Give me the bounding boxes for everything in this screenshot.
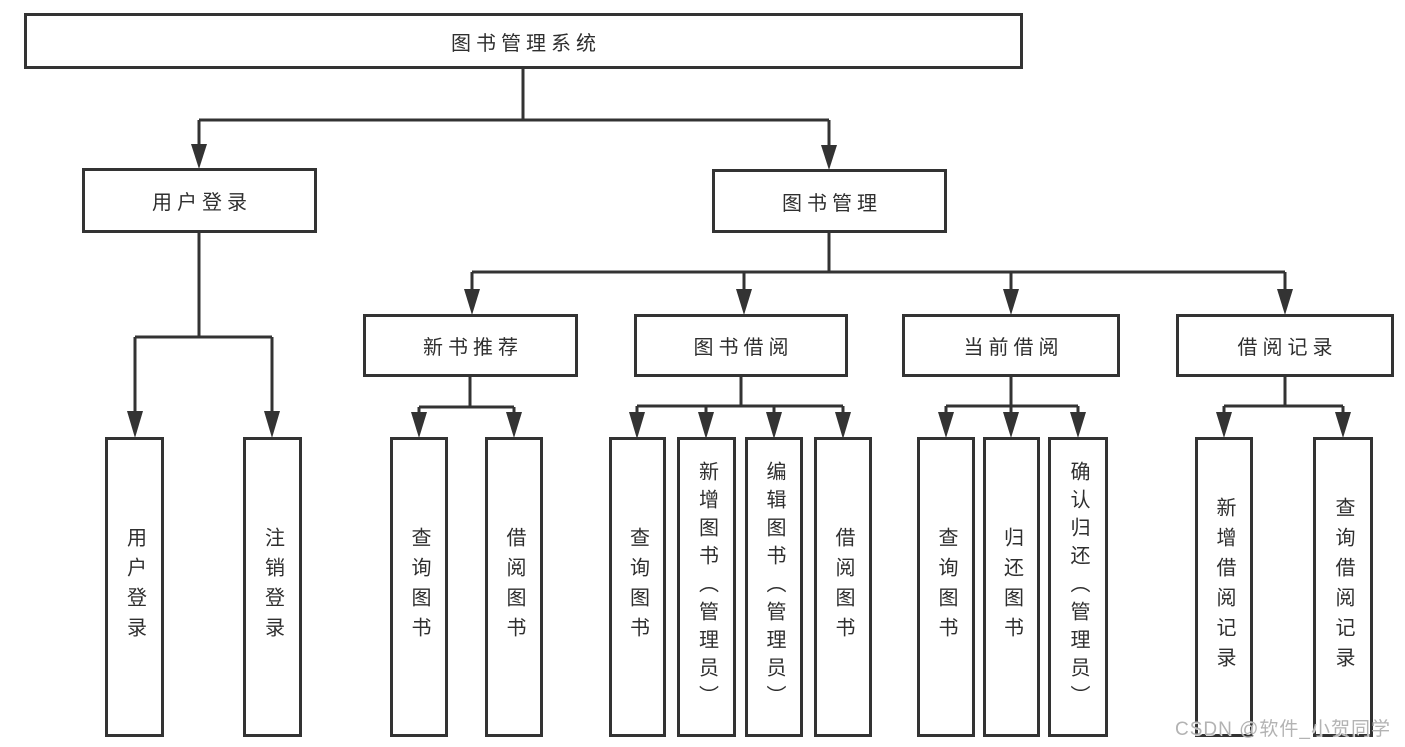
node-user-login-leaf: 用户登录 bbox=[105, 437, 164, 737]
node-borrow-books-recommend: 借阅图书 bbox=[485, 437, 543, 737]
watermark: CSDN @软件_小贺同学 bbox=[1175, 719, 1391, 740]
node-confirm-return-admin: 确认归还（管理员） bbox=[1048, 437, 1108, 737]
node-add-books-admin: 新增图书（管理员） bbox=[677, 437, 736, 737]
node-logout: 注销登录 bbox=[243, 437, 302, 737]
node-borrow-records: 借阅记录 bbox=[1176, 314, 1394, 377]
node-query-borrow-record: 查询借阅记录 bbox=[1313, 437, 1373, 737]
node-book-borrow: 图书借阅 bbox=[634, 314, 848, 377]
node-borrow-books-borrow: 借阅图书 bbox=[814, 437, 872, 737]
node-query-books-borrow: 查询图书 bbox=[609, 437, 666, 737]
node-return-books: 归还图书 bbox=[983, 437, 1040, 737]
node-query-books-recommend: 查询图书 bbox=[390, 437, 448, 737]
node-edit-books-admin: 编辑图书（管理员） bbox=[745, 437, 803, 737]
arrowhead-icons bbox=[127, 144, 1351, 439]
node-user-login: 用户登录 bbox=[82, 168, 317, 233]
node-add-borrow-record: 新增借阅记录 bbox=[1195, 437, 1253, 737]
node-current-borrow: 当前借阅 bbox=[902, 314, 1120, 377]
node-query-books-current: 查询图书 bbox=[917, 437, 975, 737]
node-new-book-recommend: 新书推荐 bbox=[363, 314, 578, 377]
node-library-management-system: 图书管理系统 bbox=[24, 13, 1023, 69]
node-book-management: 图书管理 bbox=[712, 169, 947, 233]
